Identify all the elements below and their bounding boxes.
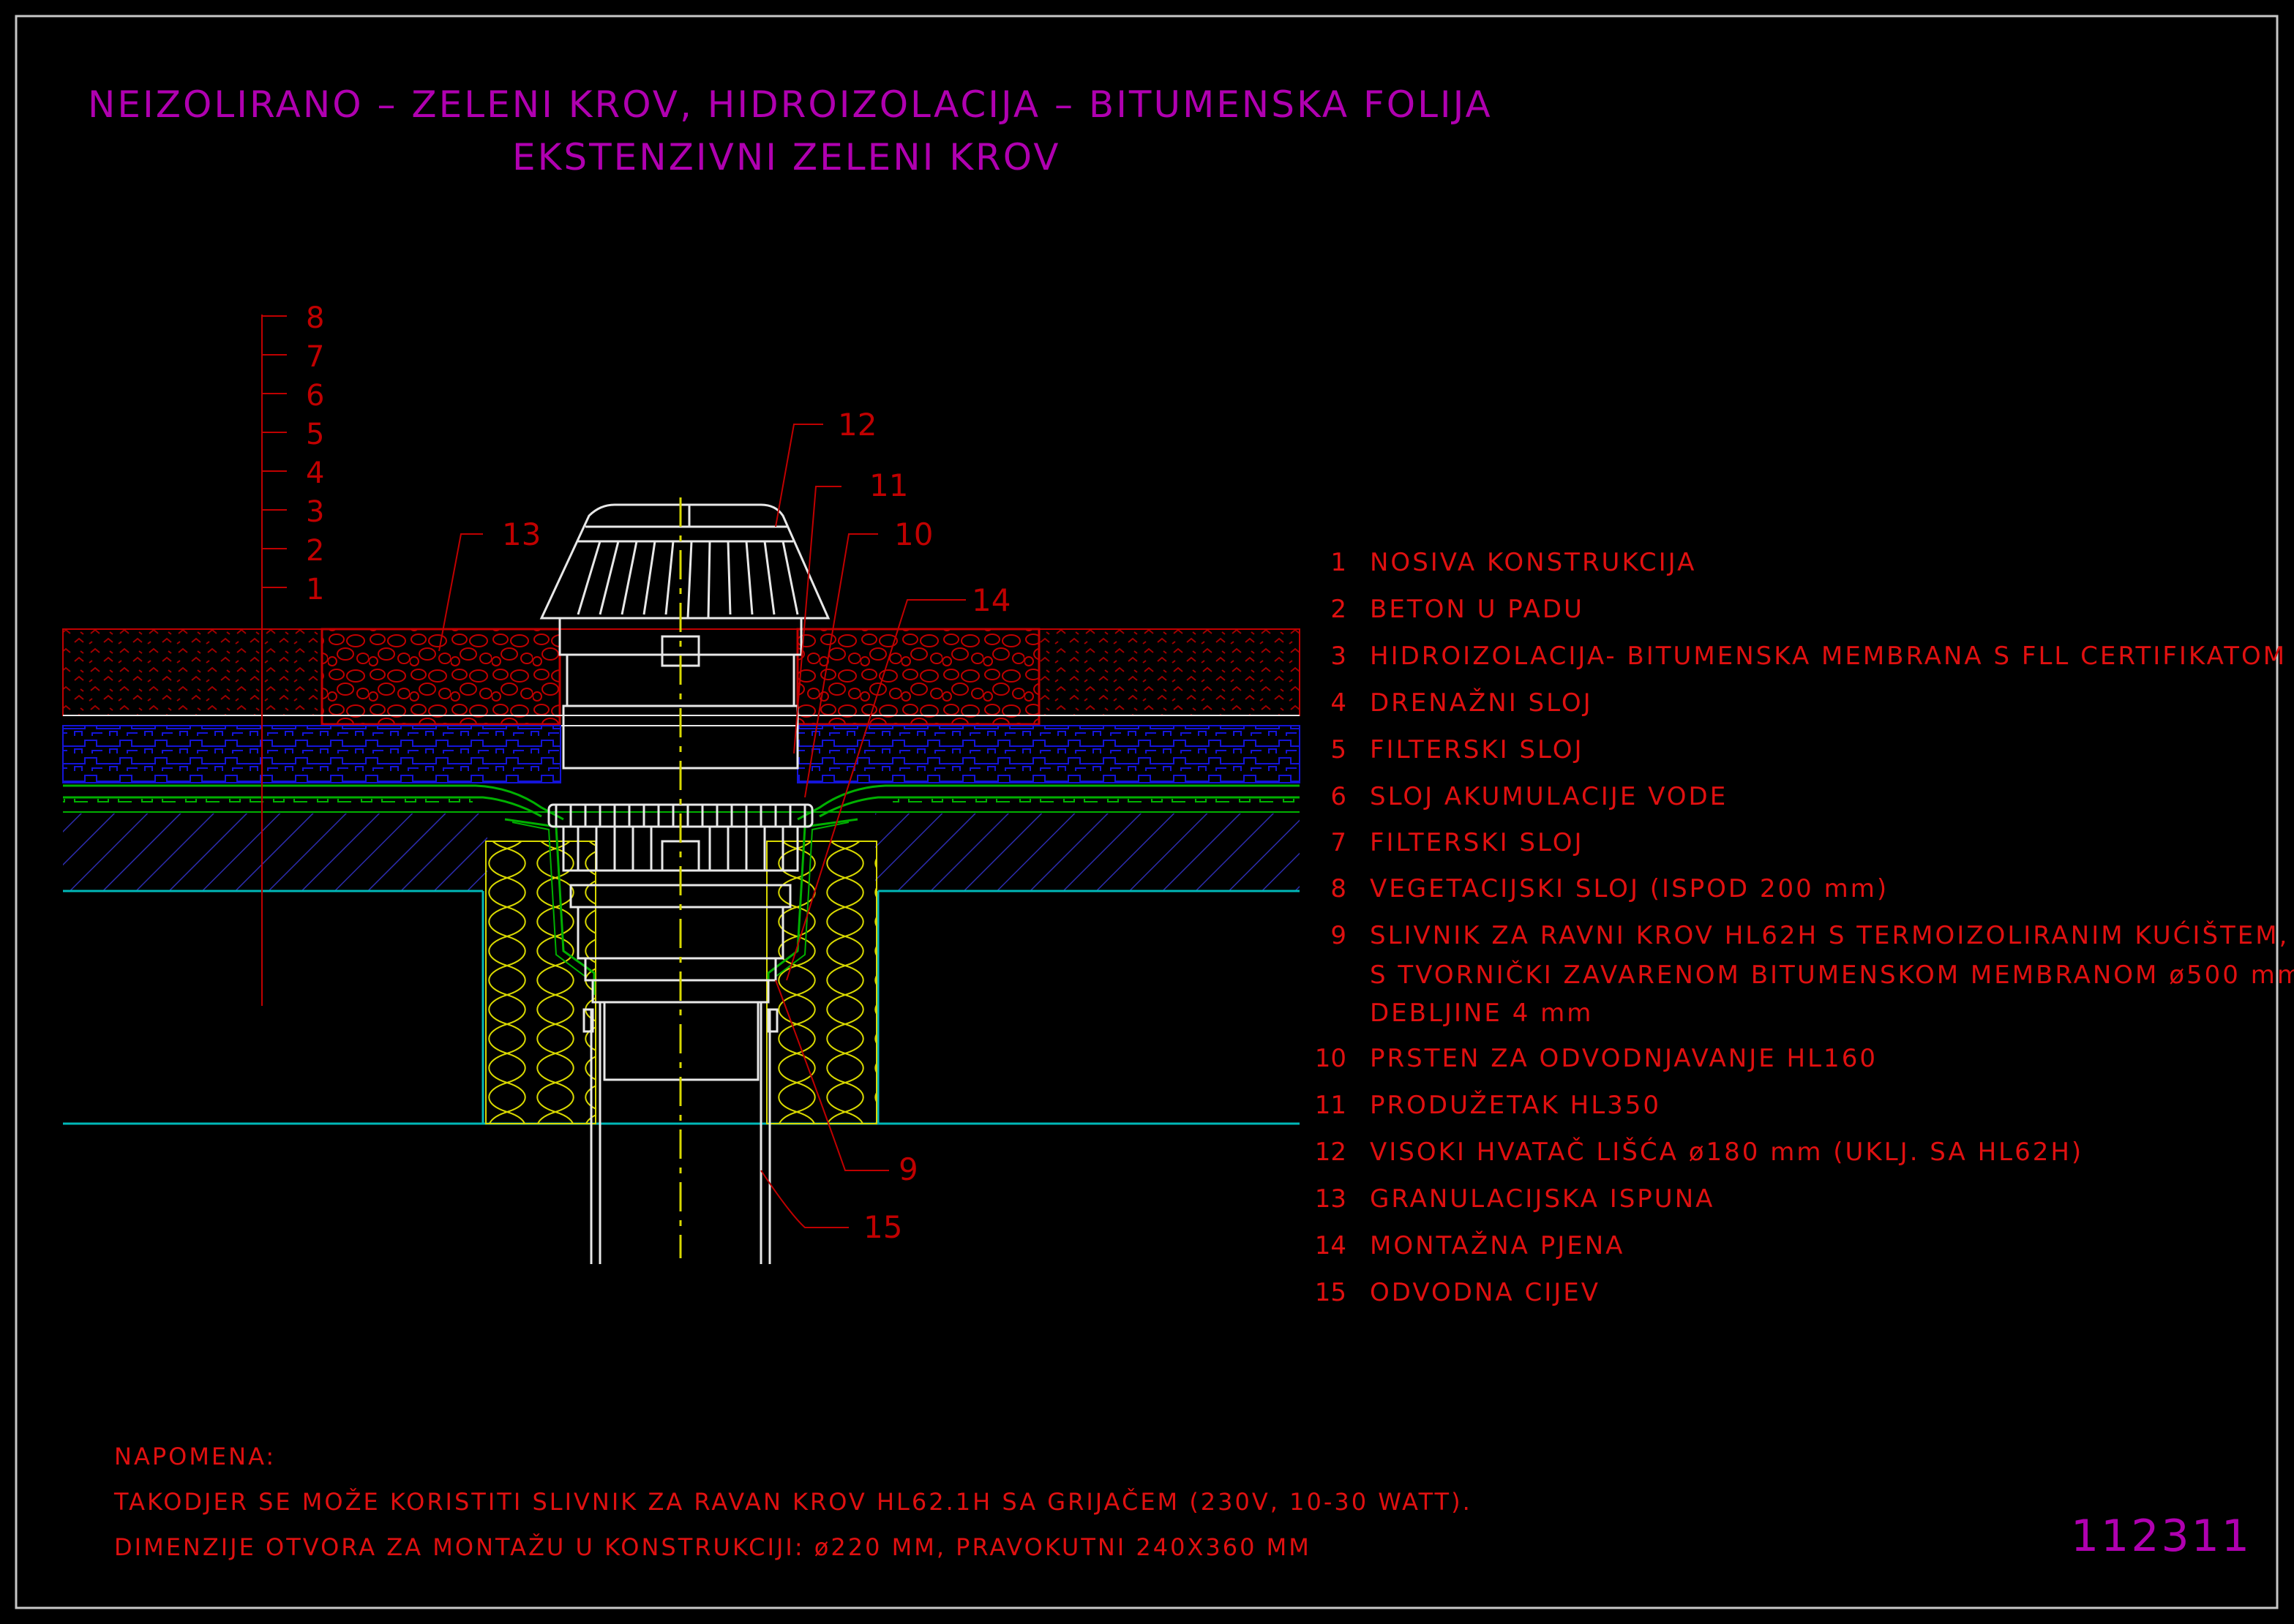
callout-leaders [438,424,966,1228]
scale-label-4: 4 [306,456,324,490]
callout-11: 11 [869,467,908,503]
discharge-pipe [582,1002,779,1264]
legend-text: BETON U PADU [1370,595,1584,624]
callout-15: 15 [863,1209,902,1245]
insulation-right [766,841,877,1124]
legend-num: 2 [1330,595,1346,624]
legend-text: HIDROIZOLACIJA- BITUMENSKA MEMBRANA S FL… [1370,642,2287,671]
scale-label-8: 8 [306,301,324,335]
legend-num: 7 [1330,828,1346,857]
scale-label-1: 1 [306,573,324,606]
callout-14: 14 [972,582,1011,618]
legend-num: 9 [1330,921,1346,950]
legend-num: 13 [1315,1184,1346,1214]
legend-num: 11 [1315,1091,1346,1120]
title-line-1: NEIZOLIRANO – ZELENI KROV, HIDROIZOLACIJ… [88,83,1493,126]
legend-num: 10 [1315,1044,1346,1073]
water-storage-layer-left [63,799,473,812]
scale-label-5: 5 [306,418,324,451]
legend-text: VEGETACIJSKI SLOJ (ISPOD 200 mm) [1370,874,1889,903]
legend-num: 8 [1330,874,1346,903]
legend-text: FILTERSKI SLOJ [1370,828,1584,857]
drawing-frame [15,15,2279,1609]
water-storage-layer-right [893,799,1300,812]
callout-12: 12 [838,407,877,443]
scale-label-3: 3 [306,495,324,529]
insulation-left [485,841,596,1124]
legend-text: NOSIVA KONSTRUKCIJA [1370,548,1696,577]
legend-text: DEBLJINE 4 mm [1370,999,1593,1028]
vegetation-layer-left [62,628,323,716]
granular-fill-right [796,628,1041,726]
drawing-number: 112311 [2071,1511,2252,1562]
legend-text: DRENAŽNI SLOJ [1370,688,1593,718]
drain-extension [558,617,803,770]
legend-text: PRODUŽETAK HL350 [1370,1090,1661,1120]
legend-text: MONTAŽNA PJENA [1370,1230,1624,1260]
legend-num: 4 [1330,688,1346,718]
notes: NAPOMENA: TAKODJER SE MOŽE KORISTITI SLI… [113,1443,1472,1561]
sloped-concrete-right [875,813,1300,891]
legend-text: ODVODNA CIJEV [1370,1278,1600,1307]
legend-num: 6 [1330,782,1346,811]
legend-num: 15 [1315,1278,1346,1307]
roof-cross-section [62,497,1300,1264]
drainage-layer-left [62,725,561,783]
legend-text: PRSTEN ZA ODVODNJAVANJE HL160 [1370,1044,1878,1073]
legend-text: FILTERSKI SLOJ [1370,735,1584,764]
legend-text: S TVORNIČKI ZAVARENOM BITUMENSKOM MEMBRA… [1370,960,2294,990]
vegetation-layer-right [1038,628,1300,716]
layer-scale: 8 7 6 5 4 3 2 1 [261,301,324,1006]
notes-heading: NAPOMENA: [114,1443,276,1470]
sloped-concrete-left [63,813,487,891]
notes-line-2: DIMENZIJE OTVORA ZA MONTAŽU U KONSTRUKCI… [114,1533,1311,1561]
drainage-layer-right [797,725,1300,783]
legend: 1 NOSIVA KONSTRUKCIJA 2 BETON U PADU 3 H… [1315,548,2294,1307]
notes-line-1: TAKODJER SE MOŽE KORISTITI SLIVNIK ZA RA… [113,1487,1472,1516]
title-line-2: EKSTENZIVNI ZELENI KROV [512,136,1060,178]
legend-num: 1 [1330,548,1346,577]
legend-num: 12 [1315,1138,1346,1167]
legend-text: GRANULACIJSKA ISPUNA [1370,1184,1714,1214]
legend-num: 5 [1330,735,1346,764]
legend-text: VISOKI HVATAČ LIŠĆA ø180 mm (UKLJ. SA HL… [1370,1137,2083,1167]
callout-13: 13 [502,516,541,552]
scale-label-7: 7 [306,340,324,374]
scale-label-2: 2 [306,534,324,568]
leaf-guard [539,503,831,620]
legend-text: SLIVNIK ZA RAVNI KROV HL62H S TERMOIZOLI… [1370,920,2289,950]
legend-num: 3 [1330,642,1346,671]
callout-10: 10 [894,516,933,552]
legend-num: 14 [1315,1231,1346,1260]
callout-9: 9 [899,1151,918,1187]
scale-label-6: 6 [306,379,324,413]
legend-text: SLOJ AKUMULACIJE VODE [1370,782,1728,811]
